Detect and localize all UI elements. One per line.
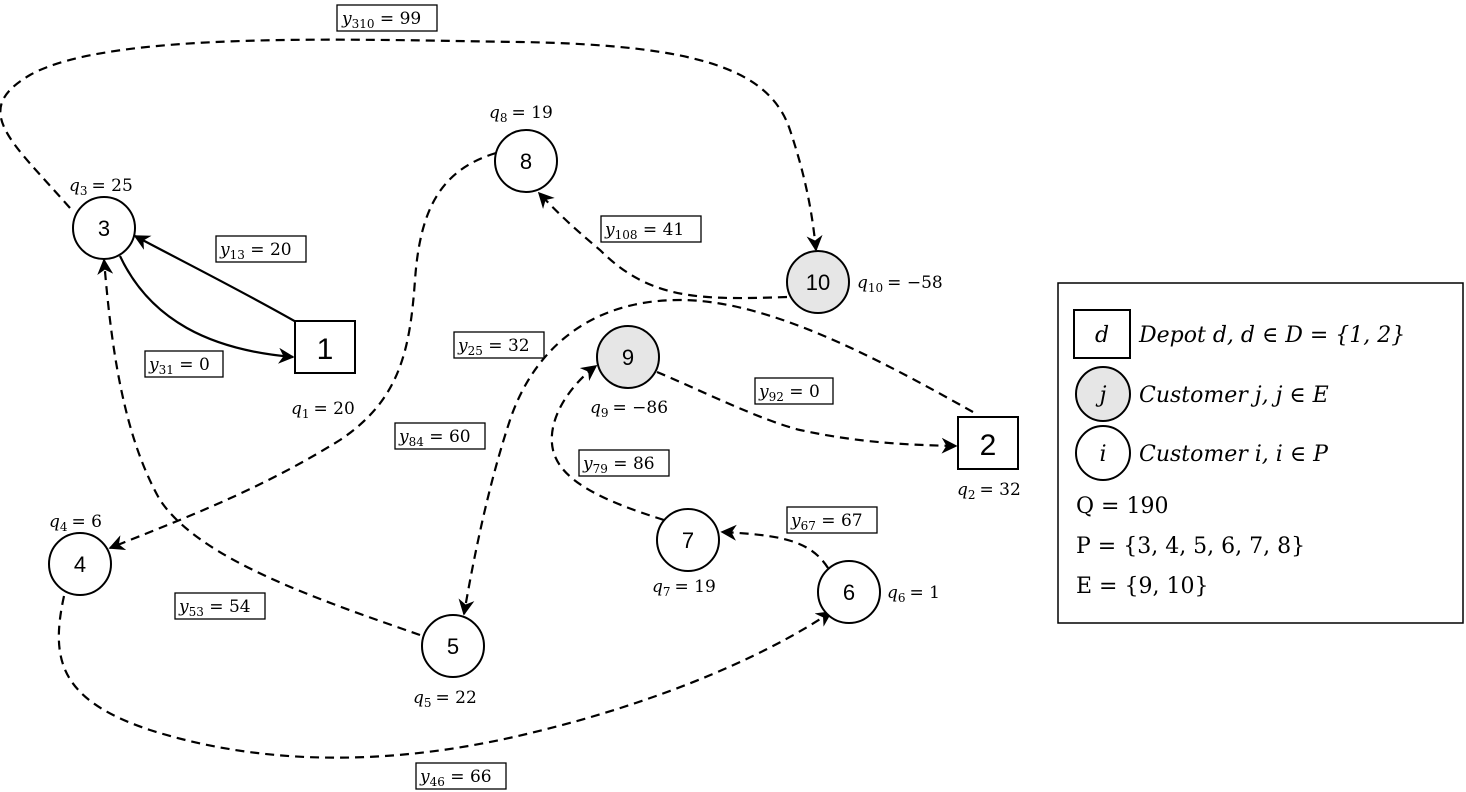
edge-1-3 bbox=[133, 235, 299, 324]
flow-label-y31: y31 = 0 bbox=[144, 350, 224, 378]
customer-6: 6 bbox=[817, 560, 881, 624]
customer-10: 10 bbox=[786, 250, 850, 314]
edge-4-6 bbox=[57, 595, 833, 759]
customer-9: 9 bbox=[596, 325, 660, 389]
flow-label-y53: y53 = 54 bbox=[174, 592, 266, 620]
svg-text:2: 2 bbox=[980, 429, 997, 462]
flow-label-y13: y13 = 20 bbox=[215, 235, 307, 263]
svg-text:7: 7 bbox=[682, 528, 694, 553]
svg-text:y79 = 86: y79 = 86 bbox=[582, 454, 655, 476]
svg-text:y92 = 0: y92 = 0 bbox=[758, 382, 820, 404]
flow-label-y25: y25 = 32 bbox=[453, 331, 545, 359]
demand-3: q3= 25 bbox=[69, 176, 133, 198]
flow-label-y79: y79 = 86 bbox=[578, 449, 670, 477]
demand-8: q8= 19 bbox=[489, 103, 553, 125]
svg-text:Depot d, d ∈ D = {1, 2}: Depot d, d ∈ D = {1, 2} bbox=[1138, 323, 1405, 348]
demand-labels: q1= 20 q2= 32 q3= 25 q4= 6 q5= 22 q6= 1 … bbox=[49, 103, 1021, 710]
svg-text:y25 = 32: y25 = 32 bbox=[457, 336, 530, 358]
svg-text:y108 = 41: y108 = 41 bbox=[604, 220, 684, 242]
demand-10: q10= −58 bbox=[857, 273, 943, 295]
edges bbox=[0, 38, 974, 759]
legend: d Depot d, d ∈ D = {1, 2} j Customer j, … bbox=[1057, 282, 1464, 624]
depot-1: 1 bbox=[294, 320, 356, 374]
legend-capacity: Q = 190 bbox=[1076, 494, 1168, 519]
svg-text:6: 6 bbox=[843, 580, 855, 605]
edge-7-9 bbox=[550, 365, 665, 522]
customer-5: 5 bbox=[421, 614, 485, 678]
legend-set-p: P = {3, 4, 5, 6, 7, 8} bbox=[1076, 534, 1305, 559]
edge-6-7 bbox=[720, 524, 829, 569]
svg-text:Customer j, j ∈ E: Customer j, j ∈ E bbox=[1139, 383, 1329, 408]
svg-text:y53 = 54: y53 = 54 bbox=[178, 597, 251, 619]
demand-5: q5= 22 bbox=[413, 688, 477, 710]
flow-label-y84: y84 = 60 bbox=[394, 422, 486, 450]
customer-7: 7 bbox=[656, 508, 720, 572]
flow-label-y92: y92 = 0 bbox=[754, 377, 834, 405]
flow-label-y67: y67 = 67 bbox=[786, 506, 878, 534]
svg-text:8: 8 bbox=[520, 149, 532, 174]
edge-10-8 bbox=[537, 191, 788, 300]
legend-customer-e: j Customer j, j ∈ E bbox=[1075, 366, 1329, 422]
svg-text:3: 3 bbox=[98, 216, 110, 241]
svg-text:y31 = 0: y31 = 0 bbox=[148, 355, 210, 377]
demand-1: q1= 20 bbox=[291, 399, 355, 421]
legend-customer-p: i Customer i, i ∈ P bbox=[1075, 425, 1329, 481]
legend-set-e: E = {9, 10} bbox=[1076, 574, 1208, 599]
svg-text:y46 = 66: y46 = 66 bbox=[419, 767, 492, 789]
svg-text:y84 = 60: y84 = 60 bbox=[398, 427, 471, 449]
svg-text:y13 = 20: y13 = 20 bbox=[219, 240, 292, 262]
edge-5-3 bbox=[97, 258, 421, 637]
svg-text:9: 9 bbox=[622, 345, 634, 370]
svg-text:d: d bbox=[1095, 323, 1109, 348]
legend-depot: d Depot d, d ∈ D = {1, 2} bbox=[1073, 309, 1405, 359]
nodes: 1 2 3 4 5 6 7 bbox=[48, 129, 1019, 678]
flow-label-y108: y108 = 41 bbox=[600, 215, 702, 243]
edge-2-5 bbox=[458, 298, 974, 616]
demand-6: q6= 1 bbox=[887, 583, 940, 605]
demand-9: q9= −86 bbox=[590, 398, 668, 420]
edge-8-4 bbox=[108, 151, 497, 551]
svg-text:1: 1 bbox=[317, 333, 334, 366]
svg-text:y310 = 99: y310 = 99 bbox=[341, 9, 421, 31]
demand-2: q2= 32 bbox=[957, 480, 1021, 502]
svg-text:10: 10 bbox=[806, 270, 830, 295]
flow-labels: y310 = 99 y13 = 20 y31 = 0 y108 = 41 y25… bbox=[144, 4, 878, 790]
svg-text:Customer i, i ∈ P: Customer i, i ∈ P bbox=[1139, 442, 1329, 467]
svg-text:i: i bbox=[1099, 442, 1106, 467]
depot-2: 2 bbox=[957, 416, 1019, 470]
customer-4: 4 bbox=[48, 532, 112, 596]
demand-7: q7= 19 bbox=[652, 577, 716, 599]
flow-label-y310: y310 = 99 bbox=[336, 4, 438, 32]
svg-text:5: 5 bbox=[447, 634, 459, 659]
demand-4: q4= 6 bbox=[49, 512, 102, 534]
customer-8: 8 bbox=[494, 129, 558, 193]
edge-9-2 bbox=[656, 370, 958, 454]
svg-text:4: 4 bbox=[74, 552, 86, 577]
edge-3-10 bbox=[0, 38, 823, 252]
edge-3-1 bbox=[119, 255, 295, 364]
flow-label-y46: y46 = 66 bbox=[415, 762, 507, 790]
customer-3: 3 bbox=[72, 196, 136, 260]
svg-text:y67 = 67: y67 = 67 bbox=[790, 511, 863, 533]
